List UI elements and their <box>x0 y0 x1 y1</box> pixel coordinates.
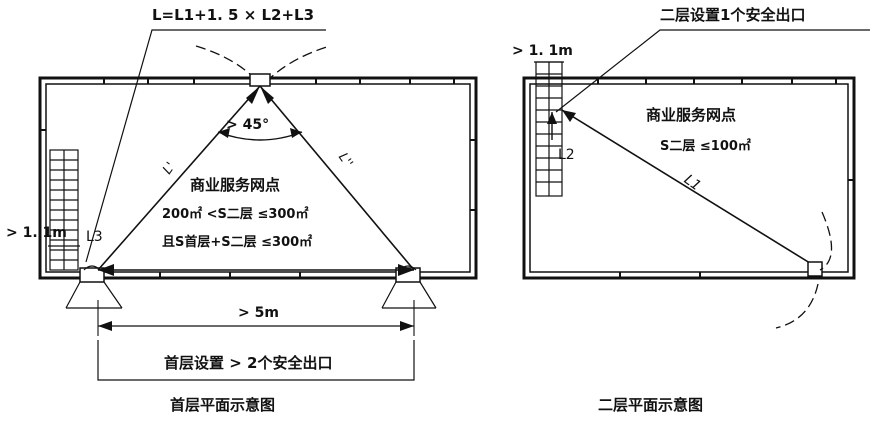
exit-top <box>249 73 271 87</box>
second-floor-caption: 二层平面示意图 <box>598 396 704 414</box>
ground-floor-room-name: 商业服务网点 <box>190 176 281 194</box>
angle-arc <box>217 131 303 141</box>
second-floor-outer-wall <box>522 76 856 280</box>
ground-floor-wall-ticks <box>40 78 476 278</box>
exit2-door-arc <box>775 211 833 329</box>
area-condition-1: 200㎡ <S二层 ≤300㎡ <box>162 207 309 222</box>
ground-exits-note: 首层设置 > 2个安全出口 <box>164 354 333 372</box>
dim-arrow-right <box>400 321 414 331</box>
arrow-top-right <box>260 86 274 104</box>
angle-arrow-right <box>290 128 302 138</box>
second-floor-inner-wall <box>529 83 849 273</box>
ground-floor-caption: 首层平面示意图 <box>170 396 276 414</box>
second-area-condition: S二层 ≤100㎡ <box>660 139 751 154</box>
segment-l1 <box>561 109 819 269</box>
exit2-door <box>807 261 823 277</box>
arrow-top-left <box>246 86 260 104</box>
second-floor-room-name: 商业服务网点 <box>646 106 737 124</box>
travel-distance-formula: L=L1+1. 5 × L2+L3 <box>152 6 315 24</box>
arrow-bottom-left <box>98 264 114 276</box>
ground-floor-plan <box>38 29 478 381</box>
exits-bracket <box>97 340 415 381</box>
second-floor-staircase <box>535 61 563 197</box>
segment-l-prime <box>97 85 261 271</box>
second-floor-plan <box>522 29 870 329</box>
second-stair-width-label: > 1. 1m <box>512 43 573 59</box>
ground-floor-staircase <box>49 149 79 271</box>
angle-label: > 45° <box>226 117 270 133</box>
formula-leader <box>85 29 326 263</box>
second-floor-wall-ticks <box>597 78 854 278</box>
arrow-bottom-right <box>398 264 414 276</box>
angle-arrow-left <box>218 128 230 138</box>
area-condition-2: 且S首层+S二层 ≤300㎡ <box>162 235 313 250</box>
l3-label: L3 <box>86 229 103 245</box>
l1-arrow <box>562 110 576 122</box>
ground-stair-width-label: > 1. 1m <box>6 225 67 241</box>
dim-arrow-left <box>98 321 112 331</box>
l2-arrow <box>547 112 557 124</box>
l2-label: L2 <box>558 147 575 163</box>
second-exit-note: 二层设置1个安全出口 <box>660 6 806 24</box>
exit-spacing-label: > 5m <box>238 305 279 321</box>
exit2-leader <box>555 29 870 113</box>
segment-l-double-prime <box>259 85 415 271</box>
